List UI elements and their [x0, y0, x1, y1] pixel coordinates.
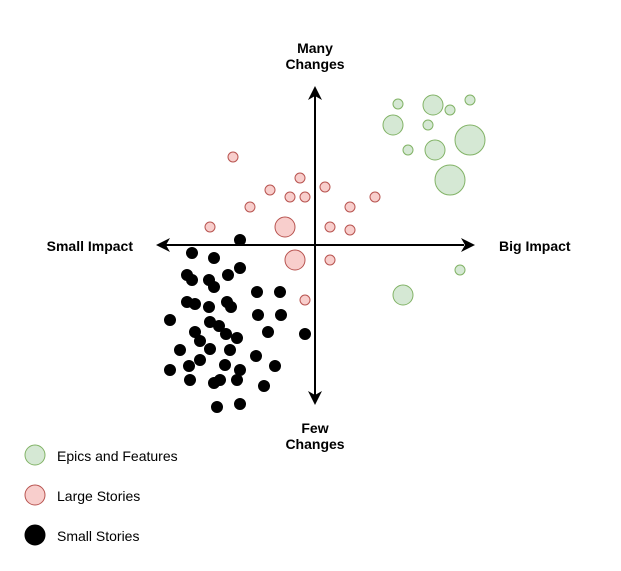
epic-feature-point-1 [392, 98, 404, 110]
large-story-point-5 [284, 191, 296, 203]
axes [156, 86, 475, 405]
legend-label-small-stories: Small Stories [57, 528, 139, 544]
large-story-point-3 [264, 184, 276, 196]
large-story-point-4 [319, 181, 331, 193]
large-story-point-1 [227, 151, 239, 163]
large-story-point-7 [369, 191, 381, 203]
small-story-point-25 [299, 328, 311, 340]
epic-feature-point-5 [382, 114, 404, 136]
small-story-point-32 [194, 354, 206, 366]
legend: Epics and Features Large Stories Small S… [24, 444, 178, 546]
small-story-point-29 [204, 343, 216, 355]
large-story-point-2 [294, 172, 306, 184]
small-story-point-35 [164, 364, 176, 376]
small-story-point-15 [203, 301, 215, 313]
epic-feature-point-11 [454, 264, 466, 276]
large-story-point-15 [324, 254, 336, 266]
large-story-point-14 [284, 249, 306, 271]
legend-swatch-large-stories [24, 484, 46, 506]
epic-feature-point-9 [424, 139, 446, 161]
epic-feature-point-7 [454, 124, 486, 156]
left-label: Small Impact [47, 238, 134, 254]
small-story-point-24 [262, 326, 274, 338]
top-label-line2: Changes [285, 56, 344, 72]
arrowhead-down [308, 391, 322, 405]
large-story-point-16 [299, 294, 311, 306]
small-story-point-13 [189, 298, 201, 310]
small-story-point-26 [231, 332, 243, 344]
epic-feature-point-2 [422, 94, 444, 116]
small-story-point-37 [269, 360, 281, 372]
small-story-point-19 [164, 314, 176, 326]
large-story-point-13 [344, 224, 356, 236]
epic-feature-point-10 [434, 164, 466, 196]
small-story-point-31 [250, 350, 262, 362]
legend-swatch-small-stories [24, 524, 46, 546]
legend-label-large-stories: Large Stories [57, 488, 140, 504]
small-story-point-33 [219, 359, 231, 371]
small-story-point-21 [213, 320, 225, 332]
small-story-point-23 [220, 328, 232, 340]
right-label: Big Impact [499, 238, 571, 254]
small-story-point-4 [234, 262, 246, 274]
top-label-line1: Many [297, 40, 333, 56]
small-story-point-10 [251, 286, 263, 298]
legend-label-epics: Epics and Features [57, 448, 178, 464]
bottom-label-line2: Changes [285, 436, 344, 452]
small-story-point-9 [208, 281, 220, 293]
epic-feature-point-3 [444, 104, 456, 116]
arrowhead-right [461, 238, 475, 252]
large-story-point-8 [244, 201, 256, 213]
small-story-point-18 [275, 309, 287, 321]
small-story-point-1 [234, 234, 246, 246]
small-story-point-42 [258, 380, 270, 392]
small-story-point-40 [208, 377, 220, 389]
small-story-point-44 [234, 398, 246, 410]
small-story-point-8 [186, 274, 198, 286]
epic-feature-point-4 [464, 94, 476, 106]
epic-feature-point-6 [422, 119, 434, 131]
small-story-point-30 [224, 344, 236, 356]
small-story-point-36 [234, 364, 246, 376]
small-story-point-28 [174, 344, 186, 356]
small-story-point-17 [252, 309, 264, 321]
legend-swatch-epics [24, 444, 46, 466]
small-story-point-38 [184, 374, 196, 386]
points-layer [164, 94, 486, 413]
large-story-point-9 [344, 201, 356, 213]
epic-feature-point-12 [392, 284, 414, 306]
small-story-point-34 [183, 360, 195, 372]
bottom-label-line1: Few [301, 420, 328, 436]
small-story-point-16 [225, 301, 237, 313]
small-story-point-5 [222, 269, 234, 281]
small-story-point-3 [208, 252, 220, 264]
large-story-point-12 [324, 221, 336, 233]
arrowhead-up [308, 86, 322, 100]
small-story-point-2 [186, 247, 198, 259]
small-story-point-27 [194, 335, 206, 347]
small-story-point-11 [274, 286, 286, 298]
large-story-point-6 [299, 191, 311, 203]
small-story-point-22 [189, 326, 201, 338]
arrowhead-left [156, 238, 170, 252]
small-story-point-41 [231, 374, 243, 386]
large-story-point-10 [204, 221, 216, 233]
epic-feature-point-8 [402, 144, 414, 156]
large-story-point-11 [274, 216, 296, 238]
small-story-point-43 [211, 401, 223, 413]
